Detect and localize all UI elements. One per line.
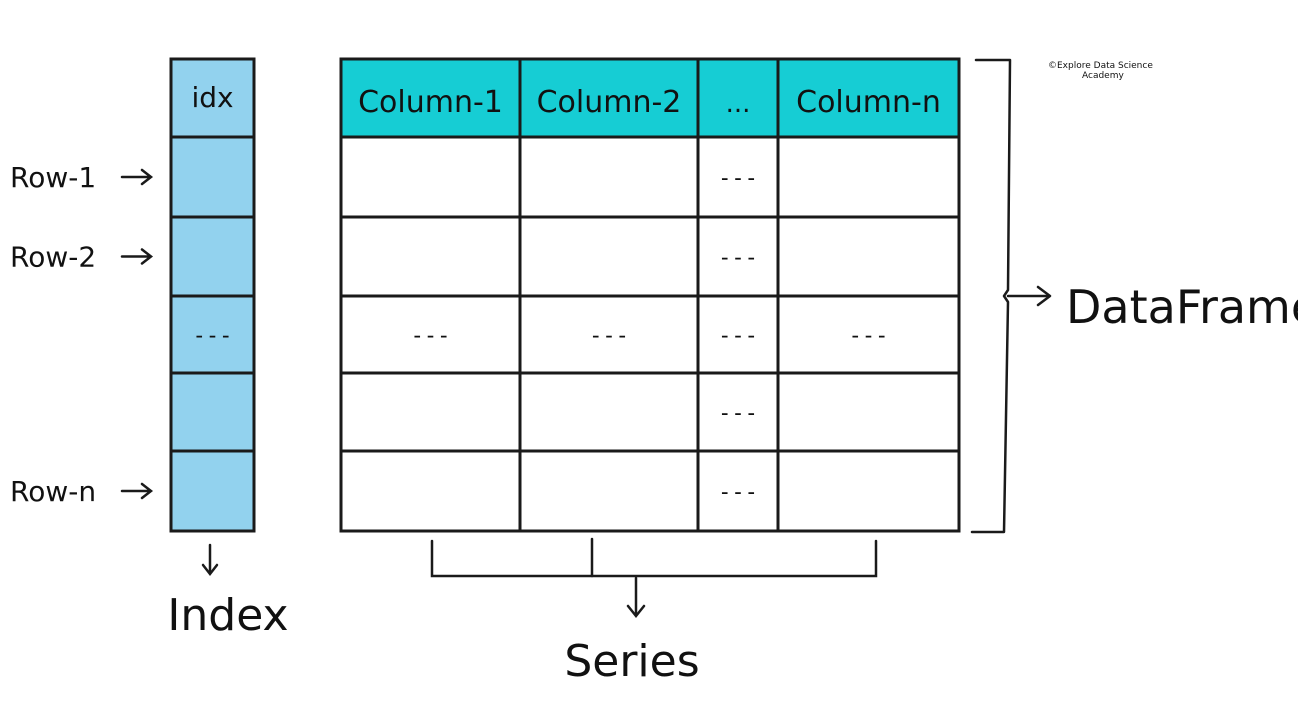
index-column: idx --- (169, 57, 256, 533)
row-label: Row-n (10, 475, 96, 508)
dataframe-label: DataFrame (1066, 280, 1298, 334)
row-label: Row-1 (10, 161, 96, 194)
index-arrow (201, 543, 219, 577)
header-fill (341, 59, 959, 137)
index-label: Index (167, 590, 288, 641)
table-cell: --- (718, 246, 758, 271)
column-header: ... (726, 89, 751, 119)
dataframe-table: Column-1 Column-2... Column-n --- --- --- --- -… (339, 57, 961, 533)
credit-note: ©Explore Data Science Academy (1048, 61, 1158, 81)
table-cell: --- (718, 401, 758, 426)
row-arrow (120, 482, 154, 500)
credit-line-1: ©Explore Data Science (1048, 61, 1153, 71)
row-arrow (120, 168, 154, 186)
row-arrow (120, 248, 154, 265)
column-header: Column-2 (537, 85, 682, 120)
series-label: Series (564, 636, 699, 687)
table-cell: --- (589, 324, 629, 349)
column-header: Column-n (796, 85, 941, 120)
table-cell: --- (718, 324, 758, 349)
table-cell: --- (718, 166, 758, 191)
series-brace (430, 537, 878, 619)
dataframe-bracket (970, 58, 1052, 534)
credit-line-2: Academy (1082, 71, 1124, 81)
row-label: Row-2 (10, 241, 96, 274)
index-header: idx (191, 81, 233, 114)
table-cell: --- (718, 480, 758, 505)
index-cell: --- (193, 324, 233, 349)
table-cell: --- (849, 324, 889, 349)
table-cell: --- (411, 324, 451, 349)
column-header: Column-1 (358, 85, 503, 120)
